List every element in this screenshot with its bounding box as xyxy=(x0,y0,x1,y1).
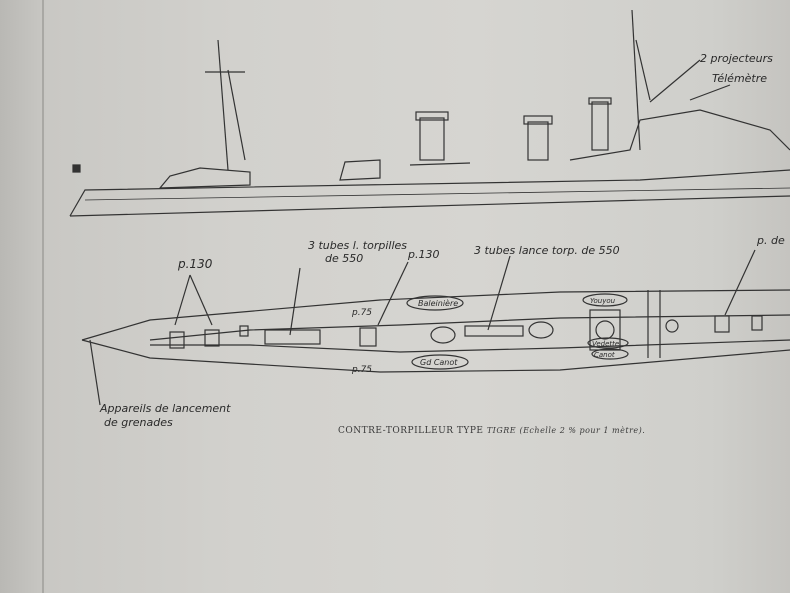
label-projectors: 2 projecteurs xyxy=(700,52,773,65)
label-canot: Canot xyxy=(594,351,615,359)
caption-scale: (Echelle 2 % pour 1 mètre). xyxy=(519,426,646,435)
label-torpedo-aft: 3 tubes l. torpilles xyxy=(308,239,407,252)
ship-profile xyxy=(69,9,790,217)
caption-type: TIGRE xyxy=(486,426,517,435)
label-grenades-2: de grenades xyxy=(104,416,173,429)
label-gun-right: p. de xyxy=(756,234,785,247)
label-gun-130-aft: p.130 xyxy=(177,257,213,271)
label-torpedo-fwd: 3 tubes lance torp. de 550 xyxy=(474,244,620,257)
label-whaleboat: Baleinière xyxy=(418,298,458,308)
figure-caption: CONTRE-TORPILLEUR TYPE TIGRE (Echelle 2 … xyxy=(338,426,645,436)
label-large-boat: Gd Canot xyxy=(420,358,458,367)
label-launch: Vedette xyxy=(592,340,619,348)
caption-title: CONTRE-TORPILLEUR TYPE xyxy=(338,426,484,436)
page-fold xyxy=(42,0,44,593)
ship-plan xyxy=(81,249,790,406)
label-gun-75-bottom: p.75 xyxy=(351,365,372,375)
label-gun-75-top: p.75 xyxy=(351,308,372,318)
label-dinghy: Youyou xyxy=(590,297,616,305)
label-gun-130-fwd: p.130 xyxy=(407,248,439,261)
label-grenades: Appareils de lancement xyxy=(99,402,231,415)
label-torpedo-aft-caliber: de 550 xyxy=(325,252,363,265)
label-telemeter: Télémètre xyxy=(712,72,767,85)
